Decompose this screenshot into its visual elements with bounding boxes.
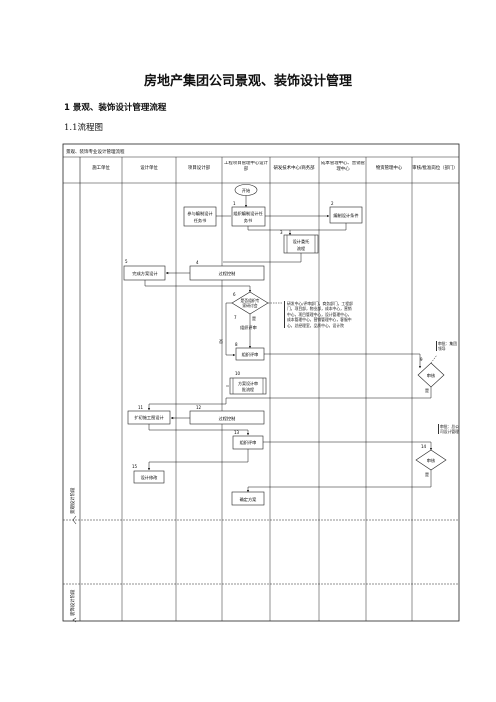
step-10: 10 xyxy=(235,371,241,376)
svg-text:是否组织专: 是否组织专 xyxy=(241,298,260,303)
node-organize-taskbook xyxy=(231,206,266,227)
step-5: 5 xyxy=(125,259,128,264)
step-11: 11 xyxy=(138,405,144,410)
branch-yes-1: 是 xyxy=(252,315,256,321)
lane-header-construction: 施工单位 xyxy=(92,164,110,171)
node-scheme-design xyxy=(123,265,166,281)
svg-text:批流程: 批流程 xyxy=(242,386,254,392)
chart-frame xyxy=(62,143,460,622)
step-1: 1 xyxy=(233,201,236,206)
svg-text:方案设计审: 方案设计审 xyxy=(238,380,258,386)
node-participate-taskbook xyxy=(183,206,217,227)
lane-header-approval: 审核/批准岗位（部门） xyxy=(412,164,457,171)
svg-text:家研讨会: 家研讨会 xyxy=(242,303,257,308)
svg-text:过程控制: 过程控制 xyxy=(219,415,236,422)
node-process-control-2 xyxy=(189,410,265,425)
lane-header-rd: 研发技术中心/商务部 xyxy=(274,164,316,171)
step-6: 6 xyxy=(233,292,236,297)
lane-header-materials: 物资管理中心 xyxy=(376,164,403,171)
step-2: 2 xyxy=(331,201,334,206)
svg-text:审核: 审核 xyxy=(427,372,436,379)
svg-text:审核: 审核 xyxy=(427,457,436,464)
node-design-revision xyxy=(133,470,165,484)
step-15: 15 xyxy=(132,464,138,469)
lane-header-cost-marketing: 成本管理中心、营销管理中心 xyxy=(321,161,365,172)
branch-no-1: 否 xyxy=(219,339,223,344)
step-14: 14 xyxy=(421,444,427,449)
lane-header-engineering: 工程项目管理中心设计部 xyxy=(224,161,268,172)
step-13: 13 xyxy=(234,430,240,435)
svg-text:任务书: 任务书 xyxy=(194,217,207,224)
approval-note-b: 审批：总公司设计管理 xyxy=(438,424,459,434)
svg-text:流程: 流程 xyxy=(297,245,306,252)
review-participants-note: 研发中心/评审部门，商务部门，工程部门，项目部，物业部，成本中心，营销中心，项目… xyxy=(284,301,354,329)
svg-text:务书: 务书 xyxy=(244,217,252,224)
start-label: 开始 xyxy=(242,187,251,194)
node-confirm-scheme xyxy=(231,491,265,506)
step-8: 8 xyxy=(235,342,238,347)
approval-note-a: 审批：集团领导 xyxy=(436,341,460,351)
svg-text:参与编制设计: 参与编制设计 xyxy=(187,210,212,217)
svg-text:完成方案设计: 完成方案设计 xyxy=(132,270,157,277)
svg-text:设计修改: 设计修改 xyxy=(141,474,159,481)
node-scheme-approval xyxy=(229,377,267,395)
phase-label-landscape: 景观设计阶段 xyxy=(69,487,76,514)
step-4: 4 xyxy=(196,260,199,265)
branch-yes-2: 是 xyxy=(425,387,429,393)
step-3: 3 xyxy=(280,230,283,235)
svg-text:过程控制: 过程控制 xyxy=(219,270,236,277)
svg-text:组织编制设计任: 组织编制设计任 xyxy=(233,210,262,217)
step-9: 9 xyxy=(420,357,423,362)
document-title: 房地产集团公司景观、装饰设计管理 xyxy=(143,74,352,89)
step-7: 7 xyxy=(234,315,237,320)
svg-text:确定方案: 确定方案 xyxy=(240,496,258,503)
branch-yes-3: 是 xyxy=(425,471,429,477)
lane-header-project-design: 项目设计部 xyxy=(188,164,211,171)
svg-text:组织评审: 组织评审 xyxy=(240,439,257,446)
phase-label-decoration: 装饰设计阶段 xyxy=(69,589,76,616)
step-12: 12 xyxy=(196,405,202,410)
lane-header-design-unit: 设计单位 xyxy=(140,164,158,171)
node-organize-review-1: 组织评审 xyxy=(240,324,257,331)
svg-text:组织评审: 组织评审 xyxy=(242,351,259,358)
chart-title: 景观、装饰专业设计管理流程 xyxy=(66,148,125,155)
subsection-heading: 1.1流程图 xyxy=(64,123,104,133)
svg-text:设计委托: 设计委托 xyxy=(293,238,310,245)
section-heading: 1 景观、装饰设计管理流程 xyxy=(64,103,167,113)
svg-text:编制设计条件: 编制设计条件 xyxy=(333,212,358,219)
svg-text:扩初施工图设计: 扩初施工图设计 xyxy=(134,414,163,421)
